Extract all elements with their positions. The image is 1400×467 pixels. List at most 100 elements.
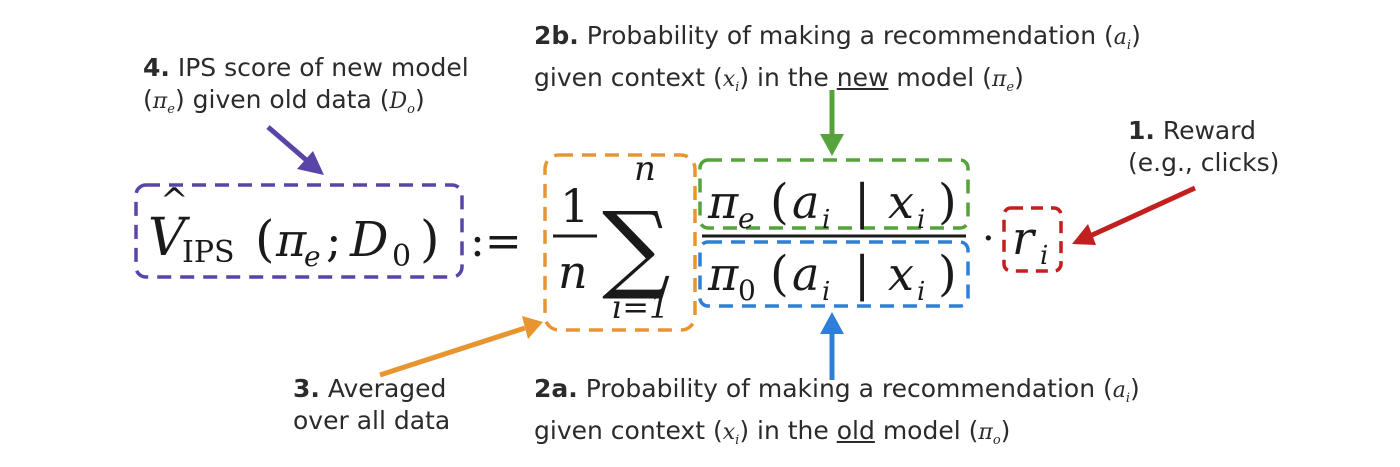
annotation-4-line2: (πe) given old data (Do) <box>143 85 425 117</box>
arrow-3-to-average <box>379 316 543 378</box>
reward-box <box>1002 206 1063 273</box>
lhs-close-paren: ) <box>420 210 440 268</box>
fraction-numerator-one: 1 <box>560 179 589 233</box>
num-a-sub: i <box>822 205 830 235</box>
reward-r-sub: i <box>1040 241 1048 271</box>
num-close-paren: ) <box>938 174 957 230</box>
annotation-4-number: 4. <box>143 53 170 82</box>
annotation-2b-a: a <box>1113 25 1127 50</box>
den-pi-sub: 0 <box>738 274 756 307</box>
annotation-4-line1: 4. IPS score of new model <box>143 52 469 84</box>
num-a: a <box>792 175 819 229</box>
annotation-4-pi: π <box>152 89 168 114</box>
den-x-sub: i <box>917 277 925 307</box>
numerator-expression: π e ( a i | x i ) <box>707 174 957 235</box>
annotation-2b-start: given context <box>534 63 706 92</box>
annotation-2b-end: model <box>896 63 975 92</box>
annotation-2b-pi-sub: e <box>1006 80 1015 95</box>
annotation-2a-underlined: old <box>836 416 875 445</box>
annotation-4-text: IPS score of new model <box>177 53 469 82</box>
annotation-1-line2: (e.g., clicks) <box>1128 148 1280 177</box>
annotation-2b-mid: in the <box>757 63 829 92</box>
annotation-1-text: Reward <box>1162 116 1256 145</box>
num-bar: | <box>854 174 870 230</box>
annotation-2b-pi: π <box>991 67 1007 92</box>
annotation-3: 3. Averaged over all data <box>293 373 450 437</box>
annotation-4-mid: given old data <box>192 85 372 114</box>
annotation-2a-x: x <box>722 420 736 445</box>
annotation-2a: 2a. Probability of making a recommendati… <box>534 373 1140 457</box>
lhs-d-symbol: D <box>349 212 388 268</box>
annotation-2b-line2: given context (xi) in the new model (πe) <box>534 63 1024 95</box>
annotation-2b-line1: 2b. Probability of making a recommendati… <box>534 21 1141 53</box>
fraction-denominator-n: n <box>558 245 588 299</box>
annotation-4-d-sub: o <box>407 102 415 117</box>
den-x: x <box>888 247 914 301</box>
annotation-2b-underlined: new <box>836 63 889 92</box>
annotation-2b-x: x <box>722 67 736 92</box>
arrow-4-to-lhs <box>266 125 324 175</box>
v-hat-symbol: V <box>148 208 190 268</box>
sum-sign: ∑ <box>602 191 671 303</box>
denominator-expression: π 0 ( a i | x i ) <box>707 246 957 307</box>
annotation-2a-pi: π <box>978 420 993 445</box>
annotation-2a-start: given context <box>534 416 706 445</box>
annotation-2a-a-sub: i <box>1125 391 1131 406</box>
den-a-sub: i <box>822 277 830 307</box>
num-x-sub: i <box>917 205 925 235</box>
average-box <box>543 153 697 332</box>
lhs-box <box>134 183 464 279</box>
num-pi: π <box>707 175 739 229</box>
arrow-2b-to-numerator <box>820 90 844 156</box>
annotation-2a-a: a <box>1112 378 1126 403</box>
annotation-4-d: D <box>389 89 408 114</box>
den-a: a <box>792 247 819 301</box>
annotation-2a-mid: in the <box>757 416 829 445</box>
annotation-3-text: Averaged <box>327 374 447 403</box>
annotation-4-pi-sub: e <box>167 102 175 117</box>
annotation-3-number: 3. <box>293 374 320 403</box>
lhs-expression: V ^ IPS ( π e ; D 0 ) <box>148 181 440 274</box>
arrow-1-to-reward <box>1072 185 1197 245</box>
assign-operator: := <box>470 216 522 267</box>
annotation-2b-x-sub: i <box>735 80 740 95</box>
multiply-dot: · <box>982 216 995 262</box>
ips-subscript: IPS <box>182 235 235 270</box>
annotation-2a-pi-sub: o <box>992 433 1001 448</box>
annotation-2b-a-sub: i <box>1126 38 1132 53</box>
annotation-2a-line1: 2a. Probability of making a recommendati… <box>534 374 1140 406</box>
lhs-pi: π <box>275 213 307 267</box>
annotation-1: 1. Reward (e.g., clicks) <box>1128 115 1279 179</box>
annotation-2a-text: Probability of making a recommendation <box>585 374 1096 403</box>
average-expression: 1 n ∑ n i=1 <box>553 149 671 326</box>
lhs-pi-sub: e <box>304 240 321 273</box>
annotation-4: 4. IPS score of new model (πe) given old… <box>143 52 469 126</box>
arrow-2a-to-denominator <box>820 312 844 380</box>
lhs-semicolon: ; <box>326 213 342 267</box>
annotation-2a-end: model <box>882 416 961 445</box>
hat-accent: ^ <box>160 181 189 221</box>
den-close-paren: ) <box>938 246 957 302</box>
annotation-2b: 2b. Probability of making a recommendati… <box>534 20 1141 104</box>
denominator-box <box>698 240 970 308</box>
reward-r: r <box>1012 211 1037 265</box>
den-bar: | <box>854 246 870 302</box>
sum-lower-limit: i=1 <box>612 288 669 326</box>
annotation-2a-line2: given context (xi) in the old model (πo) <box>534 416 1011 448</box>
annotation-3-line2: over all data <box>293 406 451 435</box>
sum-upper-limit: n <box>634 149 656 189</box>
num-pi-sub: e <box>738 202 755 235</box>
annotation-2a-x-sub: i <box>735 433 740 448</box>
num-open-paren: ( <box>770 174 789 230</box>
annotation-1-line1: 1. Reward <box>1128 115 1279 147</box>
lhs-d-sub: 0 <box>392 239 411 274</box>
annotation-2b-number: 2b. <box>534 21 579 50</box>
lhs-open-paren: ( <box>255 210 275 268</box>
den-open-paren: ( <box>770 246 789 302</box>
annotation-3-line1: 3. Averaged <box>293 373 450 405</box>
annotation-2b-text: Probability of making a recommendation <box>586 21 1097 50</box>
num-x: x <box>888 175 914 229</box>
annotation-2a-number: 2a. <box>534 374 578 403</box>
